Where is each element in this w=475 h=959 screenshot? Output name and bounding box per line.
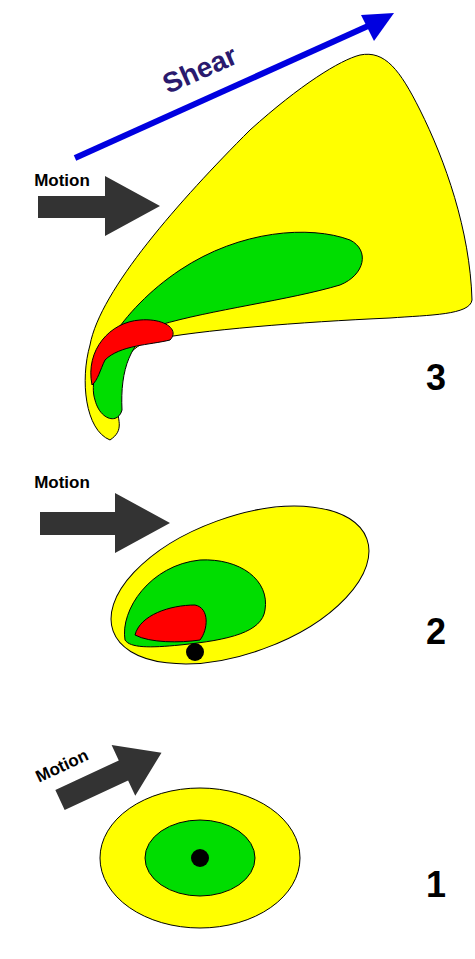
shear-arrow [75, 26, 368, 158]
motion-label: Motion [34, 474, 90, 491]
motion-arrow [48, 727, 173, 825]
reflectivity-high [91, 320, 173, 385]
stage-number: 1 [426, 867, 446, 903]
shear-arrowhead [361, 13, 394, 41]
updraft-dot [186, 643, 204, 661]
reflectivity-low [85, 54, 472, 440]
reflectivity-low [100, 788, 300, 928]
reflectivity-high [135, 605, 206, 642]
reflectivity-mid [124, 560, 265, 647]
stage-number: 3 [426, 360, 446, 396]
reflectivity-mid [145, 820, 255, 896]
motion-arrow [40, 493, 170, 553]
stage-number: 2 [426, 614, 446, 650]
updraft-dot [191, 849, 209, 867]
motion-label: Motion [34, 172, 90, 189]
